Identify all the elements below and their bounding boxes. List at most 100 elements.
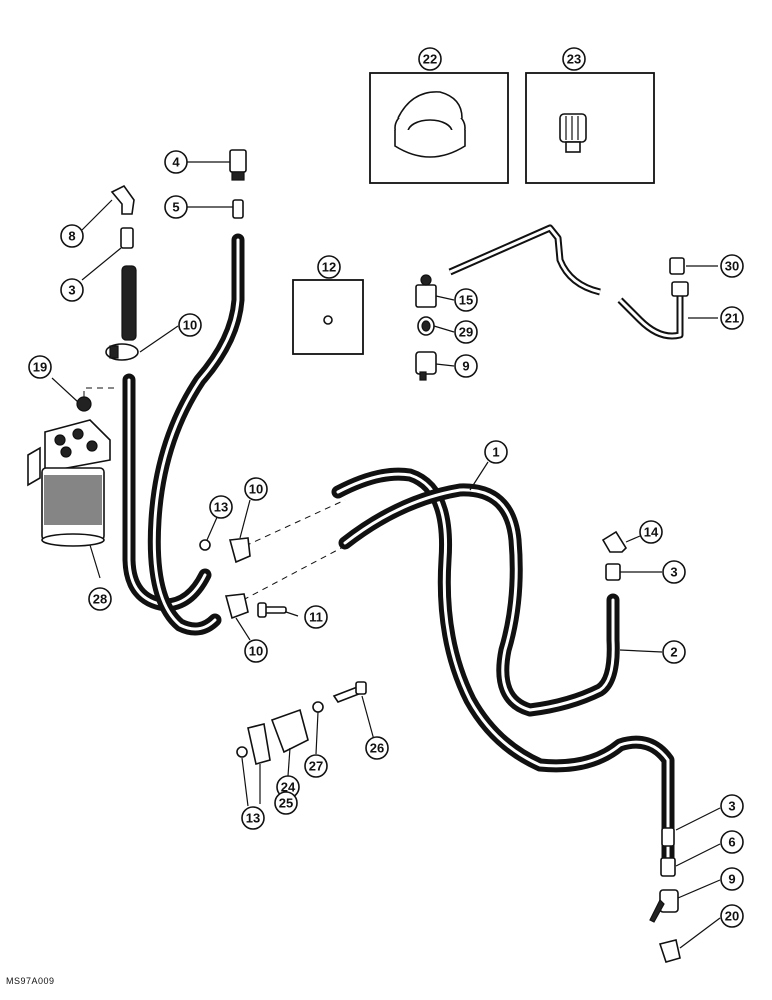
svg-text:13: 13 [214,500,228,515]
callout-9-bottom: 9 [720,867,744,891]
callout-20: 20 [720,904,744,928]
callout-10-low: 10 [244,639,268,663]
fitting-3-bottom [661,827,675,847]
svg-text:22: 22 [423,52,437,67]
svg-text:12: 12 [322,260,336,275]
callout-12: 12 [317,255,341,279]
fuel-hose-1 [331,467,675,877]
valve-9-bottom [649,889,679,923]
callout-8: 8 [60,224,84,248]
fuel-hose-center [147,233,245,636]
bracket-24 [270,708,309,754]
fitting-6 [660,857,676,877]
clamp-10-low [224,593,249,620]
svg-text:26: 26 [370,741,384,756]
svg-text:10: 10 [249,644,263,659]
svg-text:13: 13 [246,811,260,826]
fitting-30 [669,257,685,275]
fitting-3-top [120,227,134,249]
callout-27: 27 [304,754,328,778]
inset-panel-22 [369,72,509,184]
svg-text:20: 20 [725,909,739,924]
svg-text:11: 11 [309,610,323,625]
svg-text:3: 3 [728,799,735,814]
callout-30: 30 [720,254,744,278]
callout-14: 14 [639,520,663,544]
callout-22: 22 [418,47,442,71]
fitting-5 [232,199,244,219]
svg-text:30: 30 [725,259,739,274]
washer-27 [312,701,324,713]
svg-text:4: 4 [172,155,180,170]
figure-code: MS97A009 [6,976,55,986]
elbow-fitting-14 [601,530,628,553]
callout-25: 25 [274,791,298,815]
svg-text:9: 9 [462,359,469,374]
callout-3-top: 3 [60,278,84,302]
svg-text:9: 9 [728,872,735,887]
svg-text:29: 29 [459,325,473,340]
fitting-4 [229,149,247,181]
clamp-10-mid [228,537,251,564]
svg-text:6: 6 [728,835,735,850]
svg-text:1: 1 [492,445,499,460]
svg-text:3: 3 [68,283,75,298]
svg-text:19: 19 [33,360,47,375]
inset-panel-12 [292,279,364,355]
clamp-10-top [105,343,139,361]
bolt-26 [332,681,367,703]
assembly-line-upper [244,499,346,547]
svg-text:10: 10 [183,318,197,333]
callout-24: 24 [276,775,300,799]
svg-text:3: 3 [670,565,677,580]
svg-text:14: 14 [644,525,659,540]
callout-10-top: 10 [178,313,202,337]
callout-15: 15 [454,288,478,312]
svg-text:15: 15 [459,293,473,308]
callout-6: 6 [720,830,744,854]
svg-text:27: 27 [309,759,323,774]
svg-text:21: 21 [725,311,739,326]
callout-3-bottom: 3 [720,794,744,818]
fitting-3-right [605,563,621,581]
nut-19 [76,396,92,412]
assembly-line-lower [242,545,346,601]
washer-13-low [236,746,248,758]
leader-lines [51,161,721,949]
callout-3-right: 3 [662,560,686,584]
callout-9-top: 9 [454,354,478,378]
svg-text:5: 5 [172,200,179,215]
callout-2: 2 [662,640,686,664]
plate-25 [247,723,271,766]
screw-11 [257,602,287,618]
elbow-fitting-8 [110,184,135,215]
svg-text:28: 28 [93,592,107,607]
svg-text:25: 25 [279,796,293,811]
callout-11: 11 [304,605,328,629]
callout-13-low: 13 [241,806,265,830]
callout-4: 4 [164,150,188,174]
fitting-15 [415,274,437,308]
callout-10-mid: 10 [244,477,268,501]
callout-28: 28 [88,587,112,611]
callout-21: 21 [720,306,744,330]
callout-5: 5 [164,195,188,219]
callout-29: 29 [454,320,478,344]
svg-text:10: 10 [249,482,263,497]
callout-1: 1 [484,440,508,464]
callout-23: 23 [562,47,586,71]
fuel-tube-21 [448,224,689,340]
elbow-fitting-20 [658,939,681,963]
callout-19: 19 [28,355,52,379]
svg-text:23: 23 [567,52,581,67]
svg-text:2: 2 [670,645,677,660]
inset-panel-23 [525,72,655,184]
fuel-filter-assembly [27,387,118,547]
valve-9-top [415,351,437,381]
svg-text:8: 8 [68,229,75,244]
callout-26: 26 [365,736,389,760]
svg-text:24: 24 [281,780,296,795]
fitting-29 [417,316,435,336]
callout-13-mid: 13 [209,495,233,519]
